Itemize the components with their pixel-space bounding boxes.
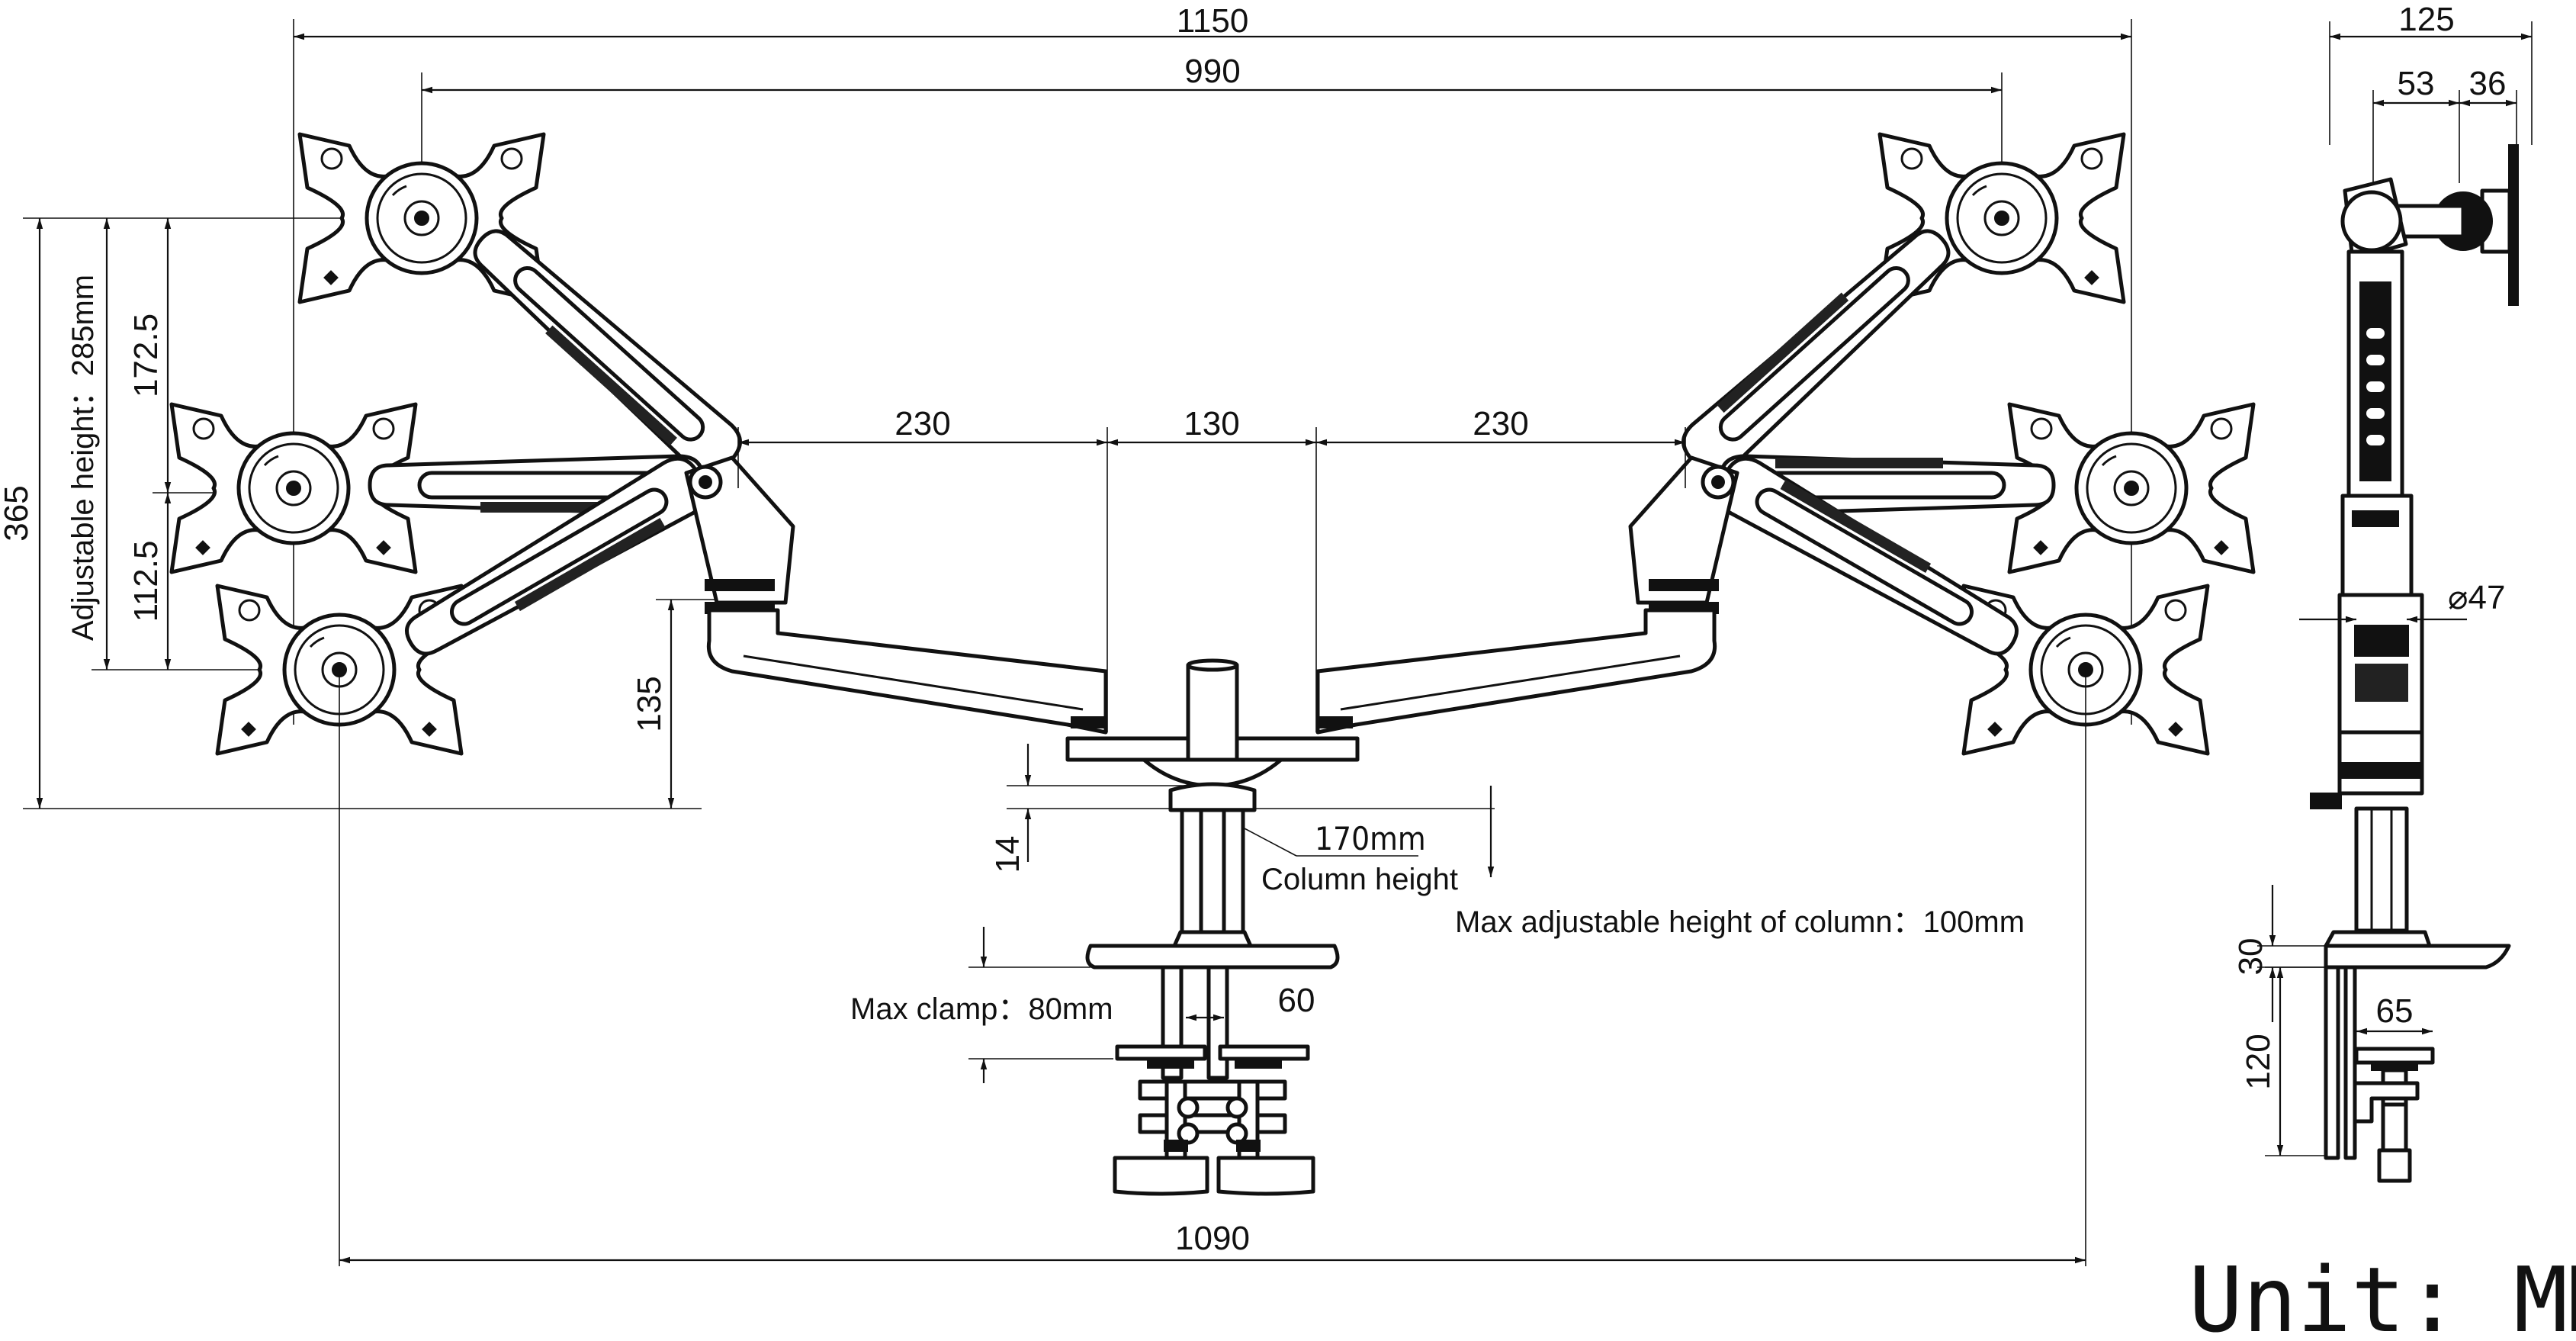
desk-base [1085,944,1340,970]
center-hub [1065,658,1360,788]
dim-230-left-label: 230 [895,405,950,442]
unit-label: Unit: MM [2189,1247,2576,1341]
side-dim-120-label: 120 [2240,1034,2277,1089]
dim-adjustable-height: Adjustable height：285mm [66,218,343,670]
side-dim-65: 65 [2356,992,2433,1035]
dim-base-span: 1090 [339,1220,2086,1264]
left-arm-high [462,217,749,484]
max-clamp-label: Max clamp：80mm [850,992,1113,1026]
side-dim-120: 120 [2240,966,2326,1156]
right-monitor-low [1964,586,2208,1266]
dim-365-label: 365 [0,485,35,541]
dim-arm-segments: 230 130 230 [737,405,1686,732]
center-pole [1168,782,1257,948]
side-dim-30-label: 30 [2232,938,2269,976]
dim-arm-height: 135 [631,599,717,809]
side-dim-125-label: 125 [2398,1,2454,38]
dim-130-label: 130 [1184,405,1239,442]
left-elbow [684,455,795,614]
dim-60: 60 [1186,982,1315,1021]
side-dim-53-36: 53 36 [2372,65,2517,183]
adjustable-height-label: Adjustable height：285mm [66,275,100,641]
dim-14: 14 [989,744,1190,873]
dim-14-label: 14 [989,836,1026,873]
dim-adjust-up-down: 172.5 112.5 [127,218,252,670]
dim-172-5-label: 172.5 [127,314,165,397]
dim-135-label: 135 [631,676,668,732]
side-dim-47: ⌀47 [2299,579,2505,623]
side-dim-47-label: ⌀47 [2448,579,2505,616]
dim-990-label: 990 [1184,53,1240,90]
column-height-value: 170mm [1315,820,1426,857]
side-dim-65-label: 65 [2376,992,2414,1030]
dim-1150-label: 1150 [1177,2,1249,40]
dim-total-height: 365 [0,217,702,809]
side-dim-36-label: 36 [2469,65,2507,102]
desk-clamp [1113,965,1315,1196]
left-forearm [706,608,1108,735]
dim-max-clamp: Max clamp：80mm [850,927,1113,1083]
right-forearm [1315,608,1717,735]
dim-230-right-label: 230 [1473,405,1528,442]
dim-vesa-span: 990 [421,53,2003,214]
side-view: 125 53 36 [2232,1,2533,1183]
side-dim-30: 30 [2232,885,2326,1022]
dim-1090-label: 1090 [1175,1220,1250,1257]
left-monitor-low [217,586,461,1266]
right-elbow [1628,455,1739,614]
dim-overall-width: 1150 [293,2,2132,725]
side-dim-53-label: 53 [2398,65,2435,102]
column-height-callout: 170mm Column height Max adjustable heigh… [1007,786,2025,939]
dim-112-5-label: 112.5 [127,541,165,622]
right-arm-high [1675,217,1961,484]
side-dim-125: 125 [2329,1,2533,145]
max-column-label: Max adjustable height of column：100mm [1455,905,2025,939]
dim-60-label: 60 [1278,982,1315,1019]
column-height-label: Column height [1261,863,1458,896]
